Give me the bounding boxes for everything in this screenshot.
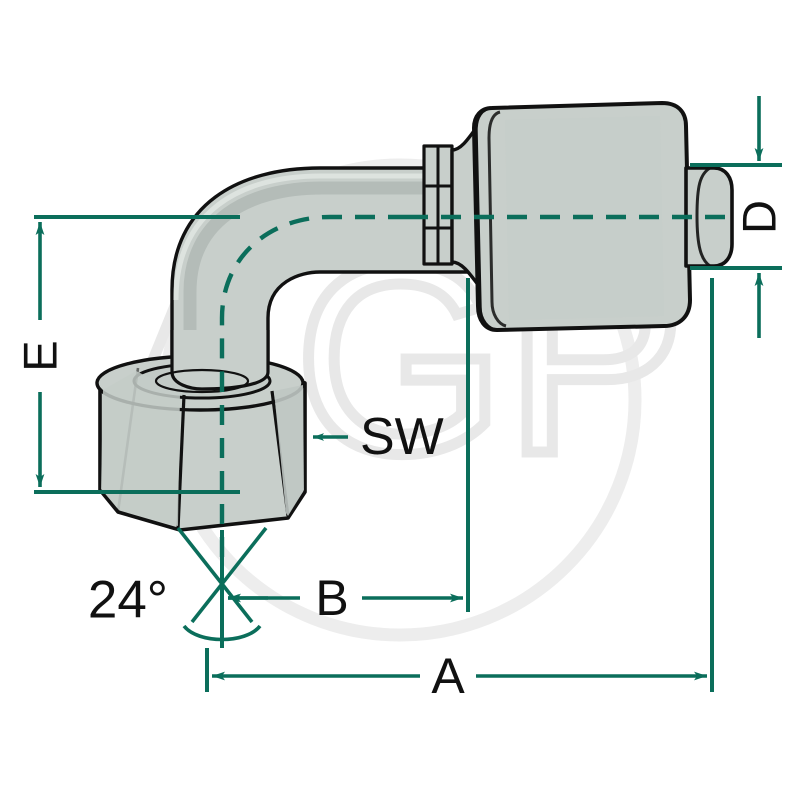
dimension-A: A — [205, 278, 714, 704]
hex-nut-edge-left — [176, 394, 186, 530]
dimension-SW: SW — [313, 408, 444, 466]
nut-tube-stub — [170, 330, 270, 391]
hex-nut-shade-right — [274, 385, 304, 516]
hex-nut-inner-lip — [154, 368, 250, 394]
dim-A-label: A — [431, 648, 465, 704]
dim-SW-label: SW — [360, 408, 444, 466]
dim-E-label: E — [14, 340, 67, 371]
dimension-angle-24: 24° — [88, 526, 268, 642]
angle-line-b — [190, 526, 268, 624]
end-nipple-face — [695, 166, 711, 268]
dim-D-label: D — [733, 200, 786, 234]
dimension-annotations: E D SW 24° — [14, 96, 786, 704]
dim-B-label: B — [315, 570, 348, 626]
dimension-D: D — [690, 96, 786, 338]
dim-angle-label: 24° — [88, 571, 168, 630]
centerlines — [219, 214, 738, 648]
angle-arc — [182, 624, 262, 642]
fitting-assembly — [95, 101, 738, 648]
ferrule-barrel-left-face — [487, 110, 507, 328]
dimension-B: B — [228, 278, 470, 626]
centerline-bend — [219, 214, 408, 372]
angle-line-a — [176, 526, 254, 624]
dimension-E: E — [14, 215, 240, 494]
elbow-highlight — [173, 173, 470, 301]
hex-nut-shade-left — [101, 371, 180, 526]
hex-nut — [95, 330, 307, 532]
